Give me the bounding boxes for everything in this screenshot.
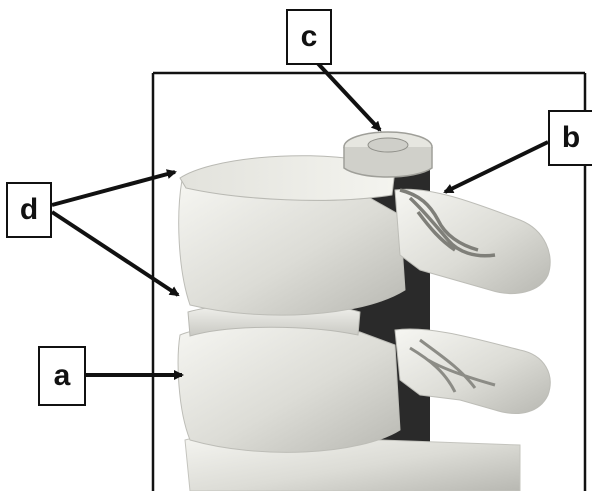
- label-a: a: [38, 346, 86, 406]
- label-d: d: [6, 182, 52, 238]
- arrow-b: [445, 142, 548, 192]
- label-c: c: [286, 9, 332, 65]
- arrow-d-lower: [52, 212, 178, 295]
- label-b: b: [548, 110, 592, 166]
- spinal-cord-core: [368, 138, 408, 152]
- arrow-d-upper: [52, 172, 175, 205]
- arrow-c: [310, 55, 380, 130]
- lower-vertebra-body: [178, 324, 400, 452]
